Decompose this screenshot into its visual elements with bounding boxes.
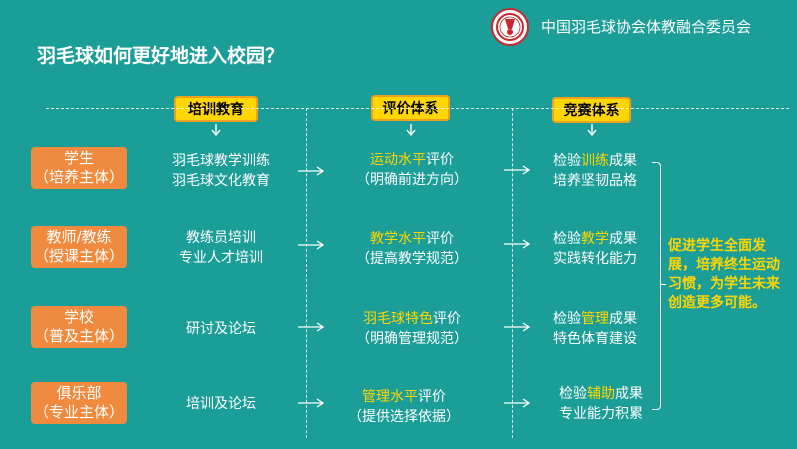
competition-school: 检验管理成果 特色体育建设 — [553, 311, 637, 347]
page-title: 羽毛球如何更好地进入校园？ — [37, 45, 285, 67]
right-arrow-icon — [504, 165, 530, 175]
role-student: 学生（培养主体） — [31, 147, 127, 189]
competition-teacher-coach: 检验教学成果 实践转化能力 — [553, 231, 637, 267]
evaluation-school: 羽毛球特色评价 （明确管理规范） — [356, 311, 468, 347]
training-club: 培训及论坛 — [186, 396, 256, 412]
role-school: 学校（普及主体） — [31, 306, 127, 348]
org-name: 中国羽毛球协会体教融合委员会 — [541, 18, 752, 36]
right-arrow-icon — [504, 322, 530, 332]
badminton-association-logo-icon — [491, 8, 529, 46]
horizontal-divider — [46, 108, 789, 109]
evaluation-student: 运动水平评价 （明确前进方向） — [356, 152, 468, 188]
training-school: 研讨及论坛 — [186, 321, 256, 337]
right-arrow-icon — [504, 398, 530, 408]
training-teacher-coach: 教练员培训专业人才培训 — [179, 230, 263, 266]
right-arrow-icon — [298, 398, 324, 408]
right-arrow-icon — [298, 240, 324, 250]
summary-text: 促进学生全面发展，培养终生运动习惯，为学生未来创造更多可能。 — [668, 238, 780, 311]
role-club: 俱乐部（专业主体） — [31, 382, 127, 424]
evaluation-teacher-coach: 教学水平评价 （提高教学规范） — [356, 231, 468, 267]
column-header-training: 培训教育 — [174, 96, 258, 122]
column-divider — [512, 108, 513, 438]
column-divider — [306, 108, 307, 438]
evaluation-club: 管理水平评价 （提供选择依据） — [348, 389, 460, 425]
column-header-competition: 竞赛体系 — [552, 97, 631, 123]
right-arrow-icon — [504, 239, 530, 249]
down-arrow-icon — [406, 124, 416, 136]
down-arrow-icon — [211, 124, 221, 136]
right-arrow-icon — [298, 322, 324, 332]
training-student: 羽毛球教学训练羽毛球文化教育 — [172, 153, 270, 189]
right-arrow-icon — [298, 166, 324, 176]
competition-club: 检验辅助成果 专业能力积累 — [559, 386, 643, 422]
role-teacher-coach: 教师/教练（授课主体） — [31, 226, 127, 268]
summary-bracket — [652, 162, 661, 410]
summary-bracket-tick — [660, 284, 666, 285]
competition-student: 检验训练成果 培养坚韧品格 — [553, 153, 637, 189]
down-arrow-icon — [587, 124, 597, 136]
